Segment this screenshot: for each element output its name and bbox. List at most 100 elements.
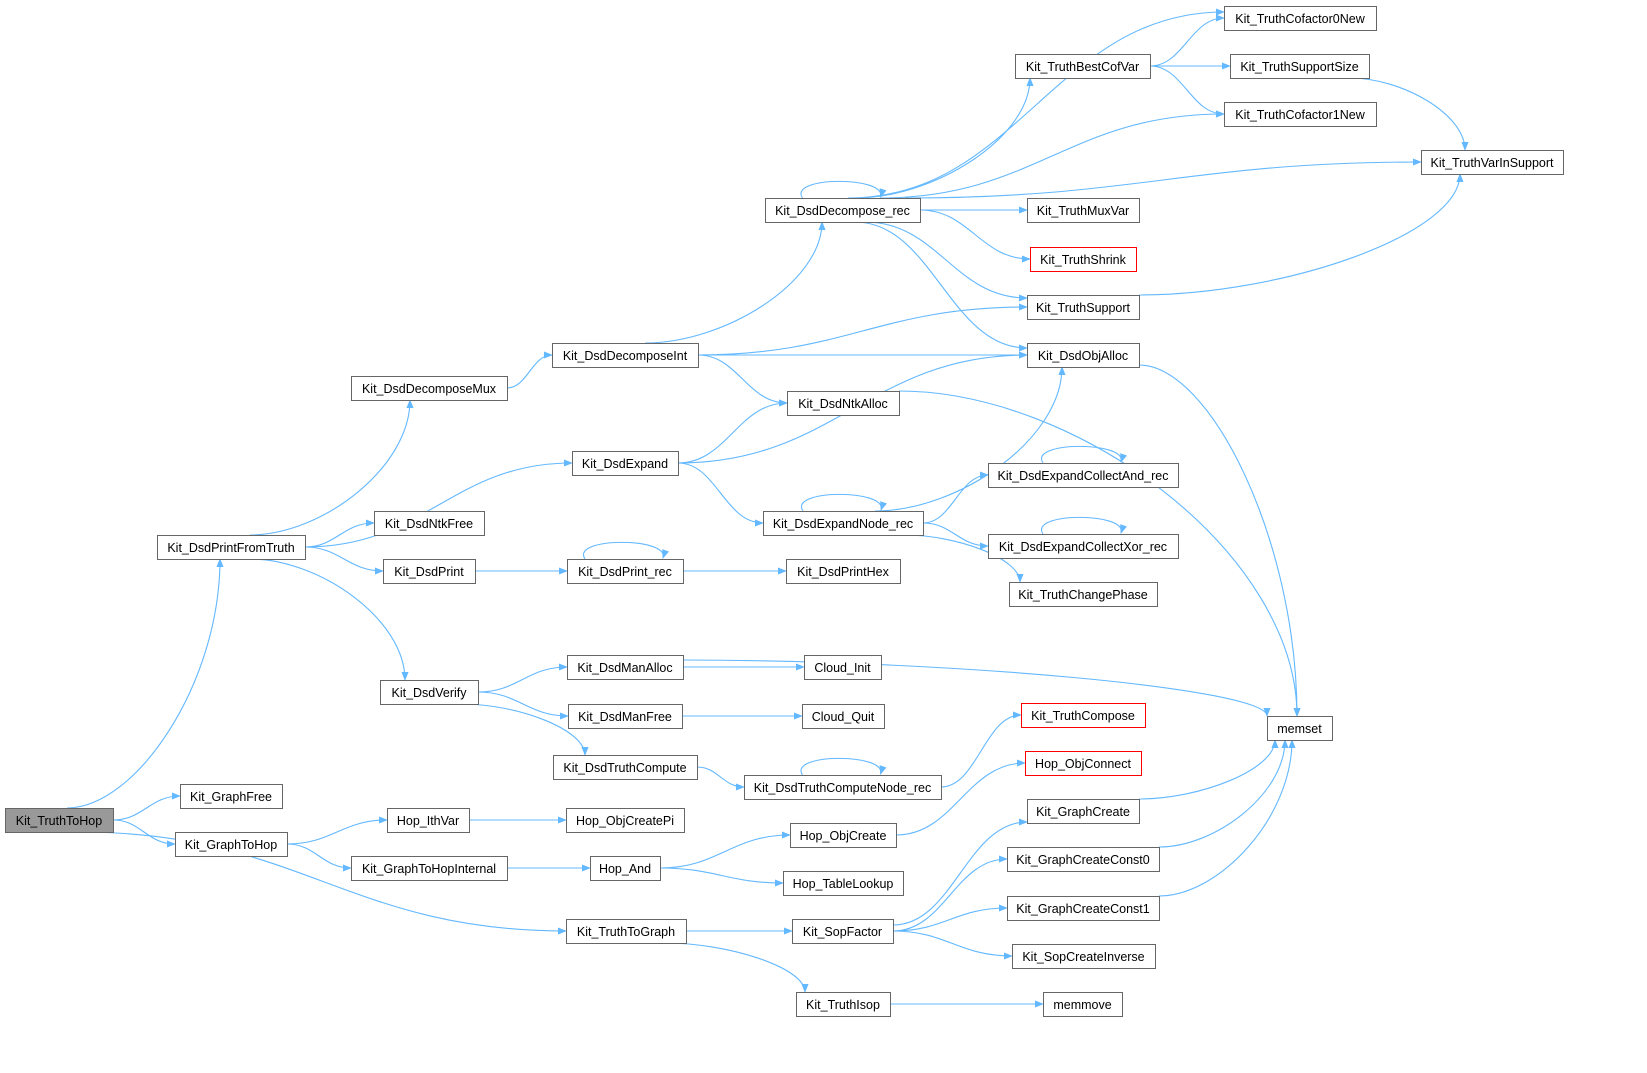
node-box	[175, 832, 288, 857]
node-label: Kit_GraphToHop	[185, 838, 277, 852]
edge-dsd-ntk-alloc-to-memset	[898, 390, 1301, 717]
edge-dsd-decompose-rec-to-var-in-support	[904, 158, 1422, 199]
node-box	[590, 856, 661, 881]
edge-dsd-decompose-rec-to-truth-support	[864, 221, 1028, 302]
node-dsd-man-alloc[interactable]: Kit_DsdManAlloc	[567, 655, 684, 680]
node-truth-change-phase[interactable]: Kit_TruthChangePhase	[1009, 582, 1158, 607]
edge-truth-to-hop-to-dsd-print-from-truth	[66, 558, 224, 809]
node-label: Kit_TruthVarInSupport	[1431, 156, 1555, 170]
node-hop-and[interactable]: Hop_And	[590, 856, 661, 881]
node-dsd-ntk-free[interactable]: Kit_DsdNtkFree	[374, 511, 485, 536]
node-label: Kit_DsdPrintHex	[797, 565, 889, 579]
node-box	[351, 856, 508, 881]
edge-dsd-truth-compute-to-dsd-truth-compute-node-rec	[696, 766, 745, 791]
node-dsd-verify[interactable]: Kit_DsdVerify	[380, 680, 479, 705]
node-box	[1043, 992, 1123, 1017]
node-truth-to-graph[interactable]: Kit_TruthToGraph	[566, 919, 687, 944]
node-box	[552, 343, 699, 368]
node-dsd-print-hex[interactable]: Kit_DsdPrintHex	[786, 559, 901, 584]
node-hop-ith-var[interactable]: Hop_IthVar	[387, 808, 470, 833]
node-cofactor1-new[interactable]: Kit_TruthCofactor1New	[1224, 102, 1377, 127]
node-dsd-print-from-truth[interactable]: Kit_DsdPrintFromTruth	[157, 535, 306, 560]
node-label: Hop_ObjCreate	[800, 829, 887, 843]
node-graph-to-hop[interactable]: Kit_GraphToHop	[175, 832, 288, 857]
node-graph-create-const0[interactable]: Kit_GraphCreateConst0	[1007, 847, 1160, 872]
node-dsd-man-free[interactable]: Kit_DsdManFree	[568, 704, 683, 729]
node-hop-obj-connect[interactable]: Hop_ObjConnect	[1025, 751, 1142, 776]
node-dsd-decompose-mux[interactable]: Kit_DsdDecomposeMux	[351, 376, 508, 401]
node-box	[5, 808, 114, 833]
node-box	[1027, 343, 1140, 368]
node-cofactor0-new[interactable]: Kit_TruthCofactor0New	[1224, 6, 1377, 31]
node-memset[interactable]: memset	[1267, 716, 1333, 741]
node-truth-shrink[interactable]: Kit_TruthShrink	[1030, 247, 1137, 272]
node-box	[1021, 703, 1146, 728]
node-truth-best-cof-var[interactable]: Kit_TruthBestCofVar	[1015, 54, 1151, 79]
edge-sop-factor-to-sop-create-inverse	[892, 930, 1013, 960]
node-label: Kit_TruthToGraph	[577, 925, 675, 939]
node-label: Kit_DsdExpandCollectAnd_rec	[998, 469, 1169, 483]
node-label: Hop_TableLookup	[793, 877, 894, 891]
node-box	[1027, 198, 1140, 223]
node-graph-to-hop-internal[interactable]: Kit_GraphToHopInternal	[351, 856, 508, 881]
node-memmove[interactable]: memmove	[1043, 992, 1123, 1017]
edge-truth-to-hop-to-graph-free	[112, 792, 181, 821]
node-dsd-expand[interactable]: Kit_DsdExpand	[572, 451, 679, 476]
node-box	[380, 680, 479, 705]
node-hop-table-lookup[interactable]: Hop_TableLookup	[783, 871, 904, 896]
edge-dsd-print-from-truth-to-dsd-decompose-mux	[249, 399, 414, 536]
node-label: Kit_TruthSupport	[1036, 301, 1131, 315]
node-label: Kit_DsdObjAlloc	[1038, 349, 1128, 363]
edge-sop-factor-to-graph-create-const1	[892, 904, 1008, 932]
node-graph-free[interactable]: Kit_GraphFree	[180, 784, 283, 809]
node-dsd-truth-compute[interactable]: Kit_DsdTruthCompute	[553, 755, 698, 780]
edge-dsd-decompose-rec-to-cofactor1-new	[879, 110, 1225, 199]
node-box	[1230, 54, 1370, 79]
node-expand-collect-and[interactable]: Kit_DsdExpandCollectAnd_rec	[988, 463, 1179, 488]
node-dsd-expand-node-rec[interactable]: Kit_DsdExpandNode_rec	[763, 511, 924, 536]
node-label: Hop_ObjCreatePi	[576, 814, 674, 828]
node-label: Kit_DsdDecompose_rec	[775, 204, 910, 218]
edge-dsd-expand-node-rec-to-expand-collect-xor	[922, 522, 989, 550]
node-truth-support[interactable]: Kit_TruthSupport	[1027, 295, 1140, 320]
node-var-in-support[interactable]: Kit_TruthVarInSupport	[1421, 150, 1564, 175]
node-label: Kit_GraphCreateConst0	[1016, 853, 1149, 867]
node-dsd-decompose-int[interactable]: Kit_DsdDecomposeInt	[552, 343, 699, 368]
node-dsd-print[interactable]: Kit_DsdPrint	[383, 559, 476, 584]
edge-graph-create-const1-to-memset	[1158, 739, 1296, 897]
node-box	[383, 559, 476, 584]
node-dsd-ntk-alloc[interactable]: Kit_DsdNtkAlloc	[787, 391, 900, 416]
node-truth-compose[interactable]: Kit_TruthCompose	[1021, 703, 1146, 728]
node-label: Kit_DsdExpand	[582, 457, 668, 471]
node-expand-collect-xor[interactable]: Kit_DsdExpandCollectXor_rec	[988, 534, 1179, 559]
node-sop-factor[interactable]: Kit_SopFactor	[792, 919, 894, 944]
node-label: Cloud_Quit	[812, 710, 875, 724]
node-graph-create[interactable]: Kit_GraphCreate	[1027, 799, 1140, 824]
node-dsd-truth-compute-node-rec[interactable]: Kit_DsdTruthComputeNode_rec	[744, 775, 942, 800]
node-truth-isop[interactable]: Kit_TruthIsop	[796, 992, 891, 1017]
node-cloud-init[interactable]: Cloud_Init	[804, 655, 882, 680]
edge-dsd-decompose-rec-to-dsd-obj-alloc	[854, 221, 1028, 352]
node-label: Kit_TruthIsop	[806, 998, 880, 1012]
edge-dsd-verify-to-dsd-truth-compute	[461, 703, 589, 756]
node-hop-obj-create[interactable]: Hop_ObjCreate	[790, 823, 897, 848]
nodes-layer: Kit_TruthToHopKit_DsdPrintFromTruthKit_G…	[5, 6, 1564, 1017]
node-box	[763, 511, 924, 536]
node-label: Kit_TruthBestCofVar	[1026, 60, 1139, 74]
node-dsd-obj-alloc[interactable]: Kit_DsdObjAlloc	[1027, 343, 1140, 368]
node-cloud-quit[interactable]: Cloud_Quit	[802, 704, 885, 729]
node-box	[783, 871, 904, 896]
node-sop-create-inverse[interactable]: Kit_SopCreateInverse	[1012, 944, 1156, 969]
node-truth-mux-var[interactable]: Kit_TruthMuxVar	[1027, 198, 1140, 223]
node-dsd-decompose-rec[interactable]: Kit_DsdDecompose_rec	[765, 198, 921, 223]
edge-dsd-expand-node-rec-to-expand-collect-and	[922, 471, 989, 524]
node-support-size[interactable]: Kit_TruthSupportSize	[1230, 54, 1370, 79]
node-graph-create-const1[interactable]: Kit_GraphCreateConst1	[1007, 896, 1160, 921]
node-hop-obj-create-pi[interactable]: Hop_ObjCreatePi	[566, 808, 685, 833]
node-dsd-print-rec[interactable]: Kit_DsdPrint_rec	[567, 559, 684, 584]
node-label: Kit_TruthMuxVar	[1037, 204, 1129, 218]
node-label: Kit_TruthChangePhase	[1018, 588, 1148, 602]
node-label: memset	[1277, 722, 1322, 736]
node-box	[572, 451, 679, 476]
node-label: Kit_DsdPrintFromTruth	[167, 541, 294, 555]
